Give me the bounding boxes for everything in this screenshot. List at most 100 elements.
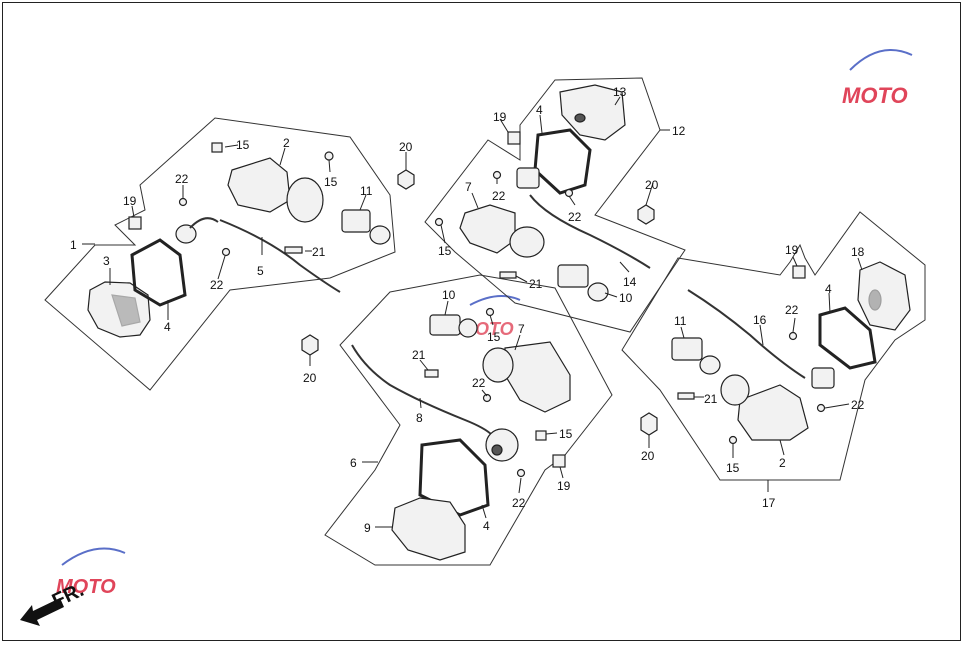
lens-inner [868, 289, 882, 311]
callout-11: 11 [360, 184, 373, 198]
lens-hole [574, 113, 586, 123]
group-outline [424, 77, 686, 333]
callout-15: 15 [438, 244, 452, 258]
group-outline [324, 274, 613, 566]
callout-22: 22 [210, 278, 224, 292]
callout-7: 7 [518, 322, 525, 336]
callout-1: 1 [70, 238, 77, 252]
callout-3: 3 [103, 254, 110, 268]
callout-20: 20 [641, 449, 655, 463]
group-outline [44, 117, 396, 391]
bulb-socket [811, 367, 835, 389]
callout-18: 18 [851, 245, 865, 259]
callout-22: 22 [472, 376, 486, 390]
callout-6: 6 [350, 456, 357, 470]
callout-4: 4 [536, 103, 543, 117]
relay-part-10 [429, 314, 461, 336]
screw-22 [482, 393, 492, 403]
lens-part-9 [391, 497, 466, 561]
callout-11: 11 [674, 314, 687, 328]
callout-20: 20 [303, 371, 317, 385]
watermark-bottom-left: MOTO [56, 547, 126, 598]
watermark-logo-text: MOTO [842, 83, 908, 108]
callout-20: 20 [399, 140, 413, 154]
callout-9: 9 [364, 521, 371, 535]
callout-21: 21 [412, 348, 426, 362]
housing-stem [286, 177, 324, 223]
pin-15 [211, 142, 223, 153]
gasket-part-4 [818, 306, 877, 370]
nut-20 [397, 169, 415, 190]
bushing-19 [507, 131, 521, 145]
socket-wire [189, 217, 219, 229]
screw-22 [816, 403, 826, 413]
gasket-part-4 [130, 238, 187, 307]
callout-8: 8 [416, 411, 423, 425]
callout-12: 12 [672, 124, 686, 138]
assembly-group-rear-left: 13 12 4 7 19 22 22 15 14 21 10 20 [424, 77, 686, 333]
callout-13: 13 [613, 85, 627, 99]
grommet-21 [677, 392, 695, 400]
grommet-21 [499, 271, 517, 279]
callout-15: 15 [559, 427, 573, 441]
callout-10: 10 [442, 288, 456, 302]
screw-22 [178, 197, 188, 207]
bulb-socket [516, 167, 540, 189]
nut-20 [301, 334, 319, 356]
relay-cap [699, 355, 721, 375]
housing-part-2 [737, 384, 809, 441]
callout-15: 15 [236, 138, 250, 152]
callout-7: 7 [465, 180, 472, 194]
watermark-logo-text: MOTO [56, 576, 116, 598]
bushing-19 [792, 265, 806, 279]
bushing-19 [128, 216, 142, 230]
assembly-group-rear-right: 18 19 4 22 16 11 21 22 15 2 17 20 [621, 211, 926, 510]
housing-stem [509, 226, 545, 258]
callout-5: 5 [257, 264, 264, 278]
lens-part-18 [857, 261, 911, 331]
screw-15 [728, 435, 738, 445]
screw-15 [485, 307, 495, 317]
callout-22: 22 [851, 398, 865, 412]
gasket-part-4 [533, 128, 592, 195]
nut-20 [640, 412, 658, 436]
housing-stem [482, 347, 514, 383]
watermark-top-right: MOTO [842, 49, 913, 108]
callout-22: 22 [175, 172, 189, 186]
callout-19: 19 [557, 479, 571, 493]
callout-22: 22 [568, 210, 582, 224]
relay-cap [369, 225, 391, 245]
callout-4: 4 [825, 282, 832, 296]
wire-harness-part-5 [219, 219, 341, 293]
callout-20: 20 [645, 178, 659, 192]
wire-harness-part-14 [529, 194, 651, 269]
housing-part-7 [459, 204, 516, 254]
relay-part-11 [671, 337, 703, 361]
direction-arrow-icon [20, 598, 64, 626]
group-outline [621, 211, 926, 481]
assembly-group-front-left: 1 3 4 2 15 15 22 19 22 5 11 21 20 [44, 117, 415, 391]
callout-15: 15 [726, 461, 740, 475]
callout-22: 22 [512, 496, 526, 510]
callout-2: 2 [779, 456, 786, 470]
callout-2: 2 [283, 136, 290, 150]
relay-part-10 [557, 264, 589, 288]
socket-hole [491, 444, 503, 456]
lens-part-13 [559, 84, 626, 141]
relay-cap [587, 282, 609, 302]
screw-22 [492, 170, 502, 180]
lens-inner [111, 294, 141, 327]
callout-14: 14 [623, 275, 637, 289]
callout-16: 16 [753, 313, 767, 327]
grommet-21 [424, 369, 439, 378]
housing-stem [720, 374, 750, 406]
callout-21: 21 [704, 392, 718, 406]
callout-19: 19 [493, 110, 507, 124]
callout-4: 4 [164, 320, 171, 334]
gasket-part-4 [418, 438, 490, 517]
screw-22 [788, 331, 798, 341]
front-direction-indicator: FR. [20, 579, 87, 626]
callout-22: 22 [785, 303, 799, 317]
